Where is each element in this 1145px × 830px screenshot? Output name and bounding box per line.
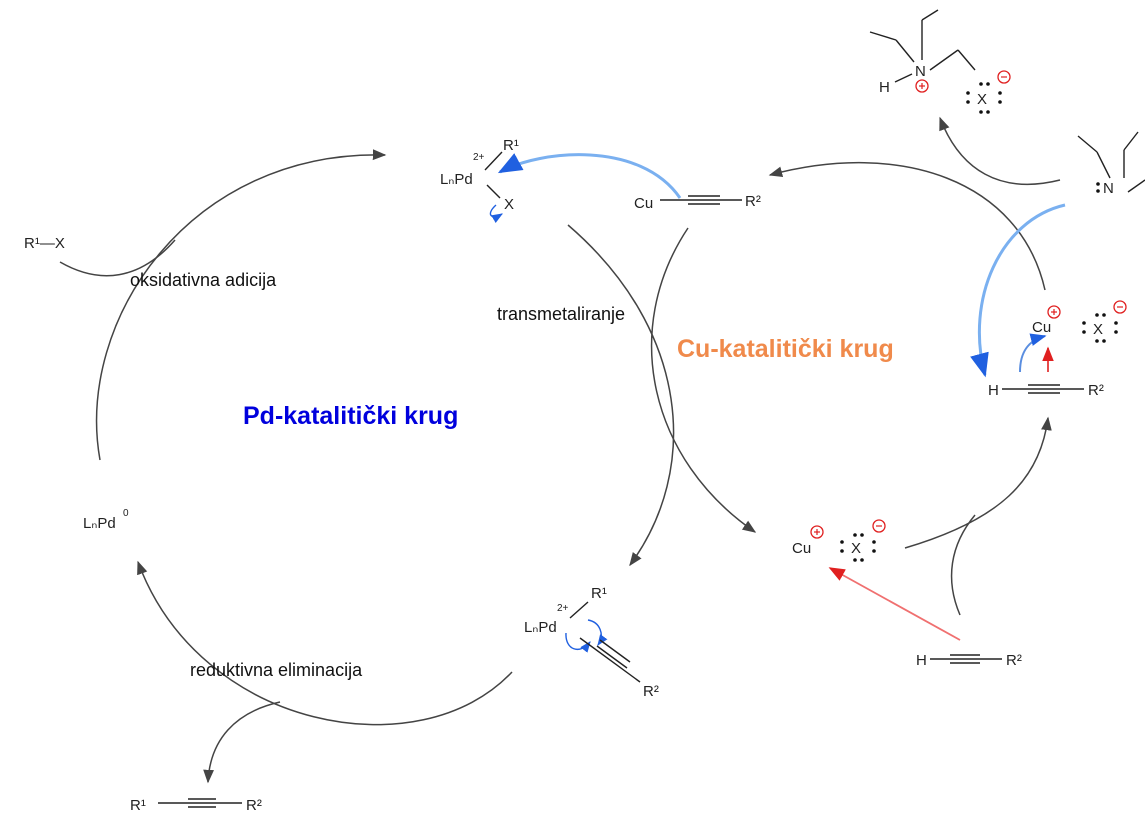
cu-acetylide-cu: Cu bbox=[634, 195, 653, 212]
pd-cycle-arc-top bbox=[95, 149, 387, 461]
alkyne-h: H bbox=[916, 652, 927, 669]
cu-cycle-arc-transmetalation bbox=[650, 227, 757, 533]
cu-cation-halide: Cu X bbox=[792, 519, 886, 562]
pd-r-curly-arrow-left bbox=[565, 632, 591, 653]
terminal-alkyne: H R² bbox=[916, 652, 1022, 669]
cu-cation-cu: Cu bbox=[792, 540, 811, 557]
product-r2: R² bbox=[246, 797, 262, 814]
alkyne-r2: R² bbox=[1006, 652, 1022, 669]
pd0-charge: 0 bbox=[123, 508, 129, 519]
pd-bottom-r2: R² bbox=[643, 683, 659, 700]
deprotonation-blue-arrow bbox=[970, 203, 1066, 378]
pd-top-label: LₙPd bbox=[440, 171, 473, 188]
pi-complex-x: X bbox=[1093, 321, 1103, 338]
pi-complex-blue-arrow bbox=[1019, 333, 1047, 373]
reductive-elimination-label: reduktivna eliminacija bbox=[190, 660, 363, 680]
pd-complex-bottom: LₙPd 2+ R¹ R² bbox=[524, 585, 659, 700]
pd-bottom-charge: 2+ bbox=[557, 603, 569, 614]
oxidative-addition-input-arc bbox=[59, 239, 176, 277]
pd0-label: LₙPd bbox=[83, 515, 116, 532]
ammonium-h: H bbox=[879, 79, 890, 96]
aryl-halide: R¹—X bbox=[24, 235, 65, 252]
pd0-species: LₙPd 0 bbox=[83, 508, 129, 532]
pd-bottom-label: LₙPd bbox=[524, 619, 557, 636]
cu-cation-x: X bbox=[851, 540, 861, 557]
pd-bottom-r1: R¹ bbox=[591, 585, 607, 602]
cu-cycle-arc-right bbox=[904, 416, 1052, 549]
pd-cycle-title: Pd-katalitički krug bbox=[243, 402, 458, 430]
coupling-product: R¹ R² bbox=[130, 797, 262, 814]
ammonium-n: N bbox=[915, 63, 926, 80]
pd-x-curly-arrow bbox=[489, 204, 503, 224]
cu-cycle-arc-top bbox=[768, 161, 1046, 291]
pd-cycle-arc-right bbox=[567, 224, 675, 567]
transmetalation-label: transmetaliranje bbox=[497, 304, 625, 324]
pd-top-r1: R¹ bbox=[503, 137, 519, 154]
pd-cycle-arc-bottom bbox=[137, 560, 513, 726]
pi-complex-r2: R² bbox=[1088, 382, 1104, 399]
cu-pi-complex: Cu X H R² bbox=[988, 300, 1127, 399]
triethylamine: N bbox=[1077, 131, 1145, 197]
pi-complex-cu: Cu bbox=[1032, 319, 1051, 336]
ammonium-x: X bbox=[977, 91, 987, 108]
pi-complex-h: H bbox=[988, 382, 999, 399]
reductive-elimination-output-arc bbox=[203, 701, 281, 784]
alkyne-to-cu-red-arrow bbox=[828, 567, 961, 641]
triethylammonium-halide: N H X bbox=[869, 9, 1011, 114]
pd-top-charge: 2+ bbox=[473, 152, 485, 163]
cu-acetylide-r2: R² bbox=[745, 193, 761, 210]
pd-top-x: X bbox=[504, 196, 514, 213]
cu-acetylide: Cu R² bbox=[634, 193, 761, 212]
amine-n: N bbox=[1103, 180, 1114, 197]
oxidative-addition-label: oksidativna adicija bbox=[130, 270, 277, 290]
product-r1: R¹ bbox=[130, 797, 146, 814]
pd-complex-top: LₙPd 2+ R¹ X bbox=[440, 137, 519, 213]
cu-cycle-title: Cu-katalitički krug bbox=[677, 335, 894, 363]
pd-r-curly-arrow-right bbox=[587, 619, 608, 646]
ammonium-output-arc bbox=[939, 116, 1061, 185]
alkyne-input-arc bbox=[950, 514, 976, 616]
transmetalation-blue-arrow bbox=[497, 153, 682, 199]
